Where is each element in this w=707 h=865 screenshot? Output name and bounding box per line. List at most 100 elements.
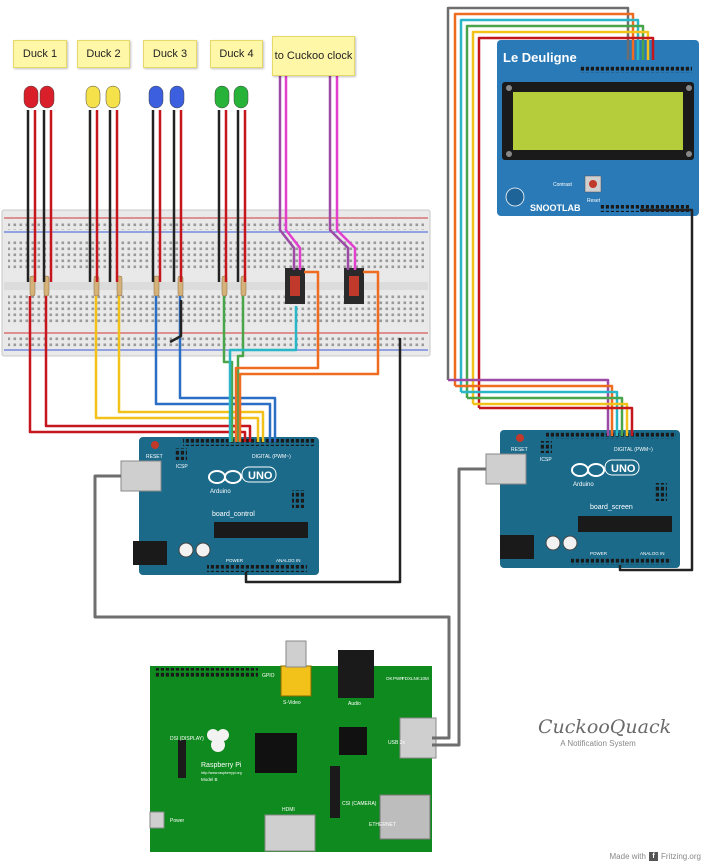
- led-legs: [26, 110, 247, 282]
- board-name-screen: board_screen: [590, 504, 633, 511]
- duck2-note: Duck 2: [77, 40, 130, 68]
- arduino-logo-control: [208, 470, 242, 484]
- led-blue-2: [169, 85, 185, 109]
- led-green-1: [214, 85, 230, 109]
- cuckoo-note: to Cuckoo clock: [272, 36, 355, 76]
- status-leds: OK PWR FDX LNK 10M: [386, 676, 429, 681]
- usb-port-control: [120, 460, 162, 492]
- wire-gray-lcd1: [446, 6, 630, 380]
- soc-chip: [255, 733, 297, 773]
- logo-text-control: Arduino: [210, 489, 231, 495]
- reset-label-screen: RESET: [511, 447, 528, 453]
- wire-green-duck4b: [236, 296, 245, 442]
- reset-label-control: RESET: [146, 454, 163, 460]
- dsi-connector: [178, 740, 186, 778]
- lcd-shield: Le Deuligne Contrast Reset SNOOTLAB: [497, 40, 699, 216]
- usb-cable-screen: [432, 467, 486, 747]
- model-label-control: UNO: [248, 470, 273, 482]
- icsp-label-control: ICSP: [176, 464, 188, 470]
- analog-label-control: ANALOG IN: [276, 558, 301, 563]
- gpio-label: GPIO: [262, 673, 275, 679]
- pi-name: Raspberry Pi: [201, 762, 242, 769]
- arduino-screen: RESET ICSP DIGITAL (PWM~) UNO Arduino bo…: [485, 430, 680, 568]
- duck3-note: Duck 3: [143, 40, 197, 68]
- duck4-note: Duck 4: [210, 40, 263, 68]
- svideo-port: [280, 665, 312, 697]
- wire-red-lcd: [477, 36, 655, 408]
- brand-logo: CuckooQuack: [538, 716, 672, 738]
- lcd-reset-label: Reset: [587, 198, 601, 204]
- wire-green-lcd: [465, 24, 645, 398]
- wire-orange-relay2: [238, 270, 380, 442]
- led-blue-1: [148, 85, 164, 109]
- fritzing-icon: f: [648, 852, 658, 861]
- lan-chip: [339, 727, 367, 755]
- fritzing-label: Fritzing.org: [660, 852, 701, 861]
- brand-tagline: A Notification System: [560, 739, 636, 748]
- svideo-label: S-Video: [283, 700, 301, 706]
- made-with-label: Made with: [609, 852, 646, 861]
- gpio-header: [154, 668, 258, 678]
- wire-cyan-lcd-b: [461, 390, 619, 436]
- wire-orange-lcd-b: [455, 384, 614, 436]
- lcd-brand: Le Deuligne: [503, 50, 577, 65]
- pi-url: http://www.raspberrypi.org: [201, 771, 242, 775]
- pi-usb-ports: [399, 717, 437, 759]
- duck1-note: Duck 1: [13, 40, 67, 68]
- breadboard: [1, 209, 431, 357]
- wire-purple-lcd: [448, 378, 610, 436]
- led-green-2: [233, 85, 249, 109]
- fritzing-credit: Made with f Fritzing.org: [610, 852, 701, 861]
- wire-green-lcd-b: [467, 396, 624, 436]
- hdmi-port: [264, 814, 316, 852]
- joystick-icon: [505, 187, 525, 207]
- power-label-pi: Power: [170, 818, 185, 824]
- analog-label-screen: ANALOG IN: [640, 551, 665, 556]
- micro-usb-power: [149, 811, 165, 829]
- wire-black-lcd-gnd: [618, 208, 694, 572]
- wire-purple-cuckoo1: [278, 75, 296, 270]
- raspberry-pi: GPIO S-Video Audio OK PWR FDX LNK 10M US…: [149, 640, 437, 852]
- hdmi-label: HDMI: [282, 807, 295, 813]
- svg-text:FDX: FDX: [402, 676, 411, 681]
- wire-black-gnd-control: [244, 338, 402, 584]
- wires: [28, 6, 694, 747]
- digital-label-control: DIGITAL (PWM~): [252, 454, 291, 460]
- wire-yellow-duck2b: [117, 296, 265, 442]
- power-label-control: POWER: [226, 558, 244, 563]
- wire-red-duck1a: [28, 296, 247, 442]
- lcd-reset-button: [589, 180, 597, 188]
- csi-connector: [330, 766, 340, 818]
- wire-black-gnd-duck3: [169, 300, 183, 344]
- mcu-chip-control: [214, 522, 308, 538]
- wire-yellow-duck2a: [94, 296, 260, 442]
- contrast-label: Contrast: [553, 182, 573, 188]
- icsp-label-screen: ICSP: [540, 457, 552, 463]
- ethernet-port: [379, 794, 431, 840]
- svg-text:10M: 10M: [420, 676, 429, 681]
- wire-orange-relay1: [234, 270, 320, 442]
- relay-1: [285, 268, 305, 304]
- wire-blue-duck3b: [178, 296, 277, 442]
- led-red-1: [23, 85, 39, 109]
- usb-cable-control: [93, 474, 451, 740]
- wire-green-duck4a: [222, 296, 234, 442]
- svg-text:PWR: PWR: [393, 676, 404, 681]
- wire-magenta-cuckoo1: [284, 75, 302, 270]
- wire-cyan-lcd: [459, 18, 640, 392]
- pi-model: Model B: [201, 777, 218, 782]
- wire-red-lcd-b: [479, 406, 634, 436]
- wire-cyan-relay: [228, 306, 298, 442]
- wire-yellow-lcd: [471, 30, 650, 404]
- relay-2: [344, 268, 364, 304]
- cuckooquack-brand: CuckooQuack A Notification System: [538, 716, 672, 748]
- reset-button-screen: [516, 434, 524, 442]
- audio-jack: [338, 650, 374, 698]
- board-name-control: board_control: [212, 511, 255, 518]
- wire-red-duck1b: [44, 296, 252, 442]
- led-yellow-1: [85, 85, 101, 109]
- dsi-label: DSI (DISPLAY): [170, 736, 204, 742]
- raspberry-logo: [207, 729, 229, 752]
- svg-text:OK: OK: [386, 676, 393, 681]
- reset-button-control: [151, 441, 159, 449]
